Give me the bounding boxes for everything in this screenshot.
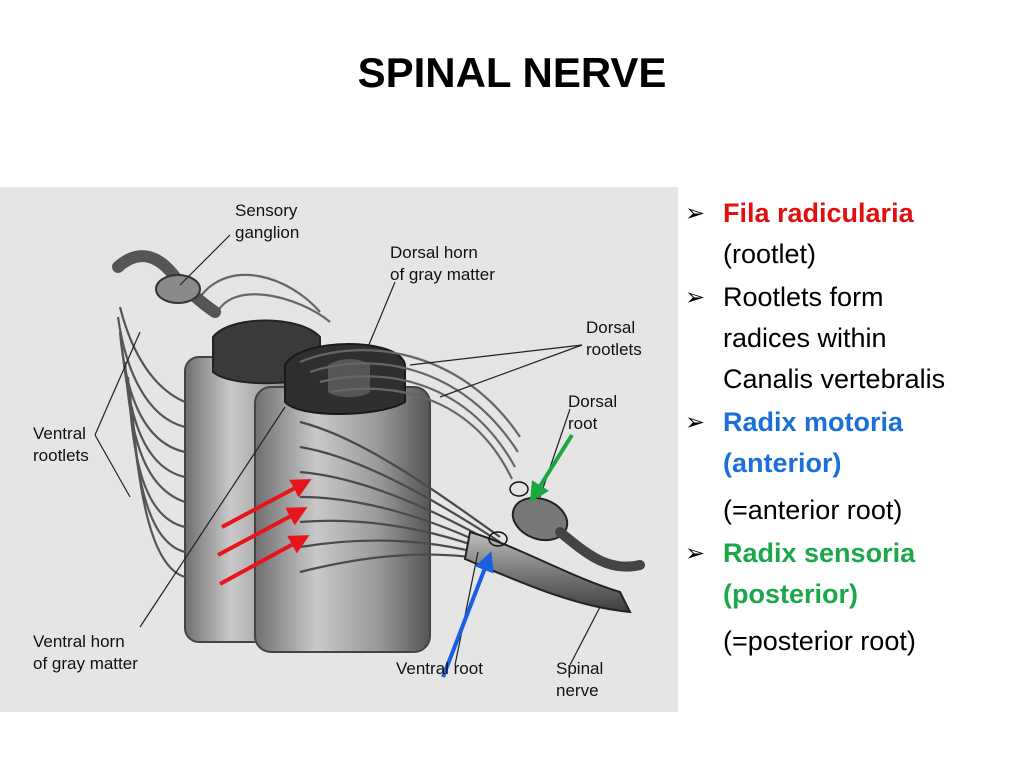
label-spinal-nerve: Spinal nerve bbox=[556, 659, 604, 700]
slide-title: SPINAL NERVE bbox=[357, 49, 667, 96]
bullet-fila-radicularia: ➢ Fila radicularia (rootlet) bbox=[683, 193, 1018, 275]
label-dorsal-rootlets: Dorsal rootlets bbox=[586, 318, 642, 359]
posterior-root-note: (=posterior root) bbox=[723, 626, 916, 656]
label-ventral-horn: Ventral horn of gray matter bbox=[33, 632, 138, 673]
bullet-rootlets-form: ➢ Rootlets form radices within Canalis v… bbox=[683, 277, 1018, 400]
bullet-text: (posterior) bbox=[723, 579, 858, 609]
arrow-bullet-icon: ➢ bbox=[685, 409, 706, 436]
spinal-nerve-trunk bbox=[463, 496, 645, 614]
bullet-list: ➢ Fila radicularia (rootlet) ➢ Rootlets … bbox=[683, 193, 1018, 662]
bullet-radix-motoria: ➢ Radix motoria (anterior) bbox=[683, 402, 1018, 484]
label-ventral-root: Ventral root bbox=[396, 659, 483, 678]
blue-arrow bbox=[441, 551, 494, 678]
dorsal-root-marker bbox=[509, 481, 529, 497]
bullet-text: Rootlets form bbox=[723, 282, 884, 312]
red-arrow-3 bbox=[219, 535, 310, 586]
arrow-bullet-icon: ➢ bbox=[685, 284, 706, 311]
red-arrow-1 bbox=[221, 479, 312, 529]
bullet-text: Radix motoria bbox=[723, 407, 904, 437]
leader-lines bbox=[94, 234, 601, 666]
green-arrow bbox=[529, 433, 574, 503]
anterior-root-note: (=anterior root) bbox=[723, 495, 903, 525]
spinal-cord-drawing bbox=[94, 234, 645, 678]
red-arrow-2 bbox=[217, 507, 308, 557]
label-dorsal-horn: Dorsal horn of gray matter bbox=[390, 243, 495, 284]
ventral-rootlets-front bbox=[299, 420, 501, 574]
front-cord-segment bbox=[254, 343, 431, 653]
label-ventral-rootlets: Ventral rootlets bbox=[33, 424, 89, 465]
ventral-rootlets-back bbox=[116, 306, 186, 579]
dorsal-rootlets bbox=[199, 273, 521, 480]
sensory-ganglion-top bbox=[112, 250, 221, 318]
bullet-subtext: (rootlet) bbox=[723, 239, 817, 269]
arrow-bullet-icon: ➢ bbox=[685, 540, 706, 567]
bullet-text: radices within bbox=[723, 323, 887, 353]
label-dorsal-root: Dorsal root bbox=[568, 392, 618, 433]
ventral-root-marker bbox=[488, 531, 508, 547]
bullet-text: Canalis vertebralis bbox=[723, 364, 946, 394]
bullet-radix-sensoria: ➢ Radix sensoria (posterior) bbox=[683, 533, 1018, 615]
spinal-nerve-illustration: Sensory ganglion Dorsal horn of gray mat… bbox=[0, 187, 678, 712]
bullet-text: Fila radicularia bbox=[723, 198, 914, 228]
bullet-text: Radix sensoria bbox=[723, 538, 916, 568]
bullet-text: (anterior) bbox=[723, 448, 842, 478]
arrow-bullet-icon: ➢ bbox=[685, 200, 706, 227]
label-sensory-ganglion: Sensory ganglion bbox=[235, 201, 300, 242]
